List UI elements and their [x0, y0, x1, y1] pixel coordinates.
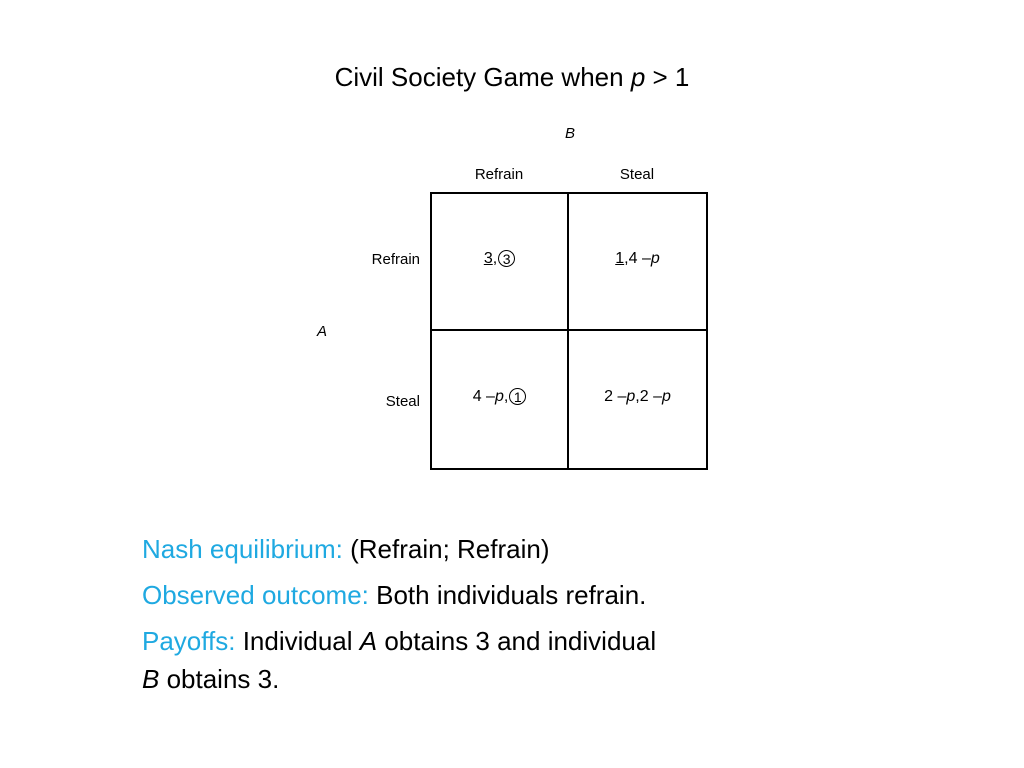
- payoff-b-variable: p: [661, 387, 671, 405]
- payoff-b-variable: p: [650, 249, 660, 267]
- cell-refrain-refrain: 3,3: [432, 194, 569, 331]
- payoffs-line: Payoffs: Individual A obtains 3 and indi…: [142, 622, 742, 698]
- payoff-separator: ,: [492, 249, 498, 267]
- title-variable: p: [630, 62, 646, 92]
- player-a-label: A: [316, 323, 327, 340]
- payoffs-player-a: A: [359, 626, 378, 656]
- payoff-a-prefix: 4 –: [472, 387, 495, 405]
- outcome-label: Observed outcome:: [142, 580, 369, 610]
- row-strategy-refrain: Refrain: [371, 251, 420, 268]
- summary-text: Nash equilibrium: (Refrain; Refrain) Obs…: [142, 530, 742, 706]
- payoff-a-variable: p: [494, 387, 504, 405]
- outcome-value: Both individuals refrain.: [368, 580, 647, 610]
- nash-value: (Refrain; Refrain): [342, 534, 550, 564]
- payoffs-text-1: Individual: [235, 626, 360, 656]
- observed-outcome-line: Observed outcome: Both individuals refra…: [142, 576, 742, 614]
- payoff-b-circled: 1: [509, 388, 527, 405]
- row-strategy-steal: Steal: [385, 393, 420, 410]
- payoff-separator: ,: [624, 249, 629, 267]
- payoffs-player-b: B: [142, 664, 160, 694]
- payoffs-label: Payoffs:: [142, 626, 236, 656]
- payoff-b-prefix: 2 –: [639, 387, 662, 405]
- payoff-a-variable: p: [626, 387, 636, 405]
- payoffs-text-2: obtains 3 and individual: [377, 626, 657, 656]
- cell-steal-steal: 2 – p, 2 – p: [569, 331, 706, 468]
- payoff-b-prefix: 4 –: [628, 249, 651, 267]
- payoff-separator: ,: [503, 387, 509, 405]
- player-b-label: B: [564, 125, 575, 142]
- payoffs-text-3: obtains 3.: [159, 664, 280, 694]
- cell-steal-refrain: 4 – p, 1: [432, 331, 569, 468]
- payoff-a-prefix: 2 –: [604, 387, 627, 405]
- title-prefix: Civil Society Game when: [334, 62, 631, 92]
- diagram-title: Civil Society Game when p > 1: [0, 60, 1024, 94]
- nash-label: Nash equilibrium:: [142, 534, 343, 564]
- payoff-separator: ,: [635, 387, 640, 405]
- column-strategy-steal: Steal: [619, 166, 655, 183]
- nash-equilibrium-line: Nash equilibrium: (Refrain; Refrain): [142, 530, 742, 568]
- payoff-b-circled: 3: [498, 250, 516, 267]
- column-strategy-refrain: Refrain: [474, 166, 524, 183]
- title-suffix: > 1: [645, 62, 690, 92]
- payoff-a: 3: [483, 249, 493, 267]
- payoff-a: 1: [615, 249, 625, 267]
- payoff-matrix: 3,3 1,4 – p 4 – p, 1 2 – p, 2 – p: [430, 192, 708, 470]
- cell-refrain-steal: 1,4 – p: [569, 194, 706, 331]
